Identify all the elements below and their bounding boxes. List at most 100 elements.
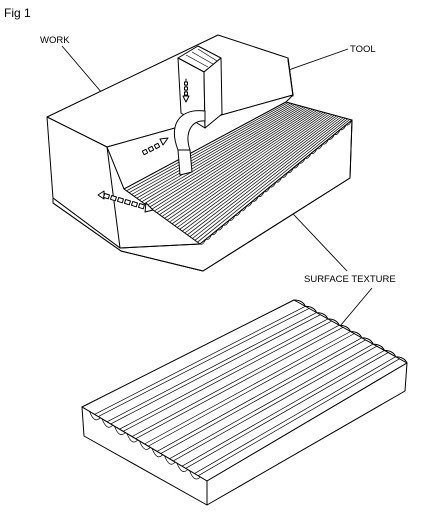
groove-scallop	[217, 224, 224, 231]
texture-groove-shadow	[98, 307, 310, 417]
groove-line	[197, 119, 351, 243]
groove-line	[139, 105, 300, 201]
groove-scallop	[264, 186, 271, 193]
texture-groove-line	[169, 343, 374, 460]
texture-groove-profile	[114, 426, 126, 435]
groove-scallop	[340, 124, 347, 131]
groove-scallop	[229, 215, 236, 221]
tool	[177, 45, 223, 129]
texture-groove-profile	[151, 448, 164, 458]
groove-line	[184, 116, 340, 234]
groove-line	[194, 118, 348, 241]
groove-line	[176, 114, 333, 228]
texture-groove-profile	[126, 433, 139, 443]
texture-right-face	[206, 362, 408, 506]
groove-line	[126, 102, 289, 192]
groove-scallop	[240, 205, 248, 212]
groove-scallop	[334, 129, 341, 135]
texture-groove-line	[156, 337, 362, 452]
groove-line	[171, 113, 329, 225]
surface-grooves-top	[126, 102, 351, 243]
label-work: WORK	[40, 35, 70, 46]
texture-groove-line	[119, 318, 329, 430]
texture-groove-shadow	[198, 358, 400, 476]
groove-scallop	[305, 153, 312, 159]
groove-scallop	[345, 119, 353, 126]
groove-scallop	[211, 229, 218, 236]
texture-groove-line	[194, 356, 396, 474]
figure-title: Fig 1	[4, 6, 31, 20]
texture-groove-shadow	[173, 345, 378, 462]
groove-line	[189, 117, 344, 237]
groove-line	[164, 111, 322, 219]
work-front-top-edge	[119, 243, 201, 249]
groove-line	[133, 104, 295, 197]
groove-scallop	[328, 134, 335, 140]
groove-scallop	[316, 143, 324, 150]
groove-line	[174, 113, 331, 226]
texture-groove-shadow	[110, 314, 321, 425]
groove-line	[159, 110, 317, 215]
texture-groove-line	[181, 350, 385, 467]
groove-scallop	[275, 177, 283, 183]
groove-scallop	[269, 181, 277, 188]
surface-scallops-top	[199, 119, 353, 245]
texture-groove-profile	[189, 470, 201, 480]
surface-grooves-bottom	[89, 299, 408, 480]
groove-line	[136, 104, 298, 199]
groove-scallop	[252, 196, 259, 202]
groove-line	[192, 117, 346, 239]
groove-line	[187, 116, 342, 236]
groove-scallop	[287, 167, 294, 174]
groove-scallop	[205, 234, 213, 240]
groove-line	[156, 109, 315, 214]
texture-groove-profile	[164, 455, 176, 465]
work-right-step-face	[287, 57, 294, 97]
groove-line	[149, 107, 309, 208]
groove-scallop	[223, 220, 230, 226]
tool-top-hatch	[185, 48, 218, 68]
groove-line	[161, 110, 320, 217]
tool-right-face	[203, 57, 223, 129]
texture-groove-profile	[139, 440, 151, 450]
chip-body	[173, 110, 206, 176]
texture-groove-line	[131, 324, 340, 437]
label-tool: TOOL	[350, 44, 376, 55]
groove-scallop	[322, 138, 329, 145]
groove-line	[154, 108, 313, 212]
groove-scallop	[246, 200, 253, 207]
groove-line	[151, 108, 311, 210]
texture-groove-profile	[89, 411, 101, 421]
tool-feed-arrow	[182, 78, 190, 103]
texture-groove-shadow	[135, 326, 344, 439]
work-bottom-edge	[52, 119, 353, 272]
groove-scallop	[310, 148, 318, 155]
groove-scallop	[299, 158, 306, 164]
texture-groove-shadow	[185, 352, 389, 469]
work-feed-arrow	[141, 137, 169, 156]
chip	[173, 110, 206, 176]
groove-scallop	[281, 172, 289, 178]
groove-line	[179, 114, 335, 230]
texture-groove-shadow	[148, 333, 355, 447]
groove-line	[166, 111, 324, 221]
texture-groove-line	[106, 312, 317, 423]
groove-scallop	[293, 162, 300, 169]
groove-line	[182, 115, 337, 232]
groove-line	[169, 112, 326, 223]
groove-scallop	[234, 210, 242, 217]
groove-scallop	[199, 239, 207, 245]
cross-feed-arrow	[97, 190, 154, 213]
texture-groove-line	[144, 331, 351, 445]
groove-line	[131, 103, 293, 195]
groove-line	[144, 106, 304, 204]
texture-groove-profile	[101, 418, 114, 428]
texture-groove-shadow	[123, 320, 333, 432]
label-surface-texture: SURFACE TEXTURE	[304, 274, 396, 285]
texture-wavy-edge	[293, 299, 408, 364]
texture-groove-shadow	[160, 339, 366, 454]
groove-line	[128, 102, 291, 193]
groove-line	[141, 105, 302, 203]
texture-groove-profile	[176, 463, 189, 472]
